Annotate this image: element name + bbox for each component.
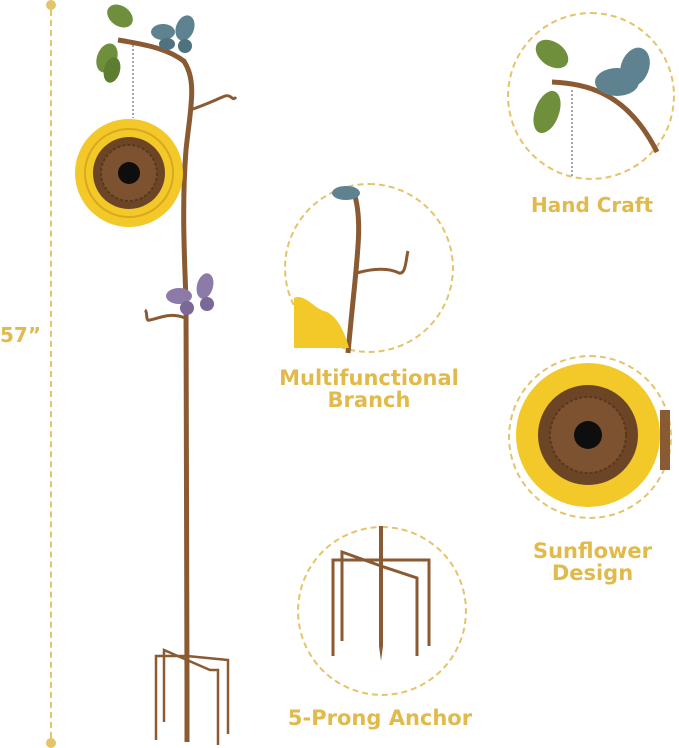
purple-butterfly (166, 273, 214, 315)
sunflower-label: Sunflower Design (505, 540, 679, 584)
branch-label-line1: Multifunctional (279, 366, 459, 390)
hand-craft-label: Hand Craft (530, 193, 654, 217)
dimension-dashed-line (50, 10, 52, 738)
top-butterfly (151, 15, 195, 53)
sunflower-detail-icon (516, 363, 670, 507)
anchor-label: 5-Prong Anchor (287, 706, 473, 730)
anchor-detail-icon (331, 526, 431, 661)
dimension-top-dot (46, 0, 56, 10)
branch-label: Multifunctional Branch (264, 367, 474, 411)
sunflower-circle (508, 355, 672, 519)
branch-detail-icon (294, 186, 410, 354)
dimension-bottom-dot (46, 738, 56, 748)
branch-circle (284, 183, 454, 353)
hand-craft-detail-icon (533, 39, 660, 178)
sunflower-label-line1: Sunflower (532, 539, 653, 563)
branch-label-line2: Branch (327, 388, 411, 413)
hand-craft-circle (507, 12, 675, 180)
sunflower-birdhouse (75, 119, 183, 227)
anchor-prongs (154, 648, 230, 745)
height-label: 57” (0, 323, 41, 347)
sunflower-label-line2: Design (551, 561, 634, 586)
